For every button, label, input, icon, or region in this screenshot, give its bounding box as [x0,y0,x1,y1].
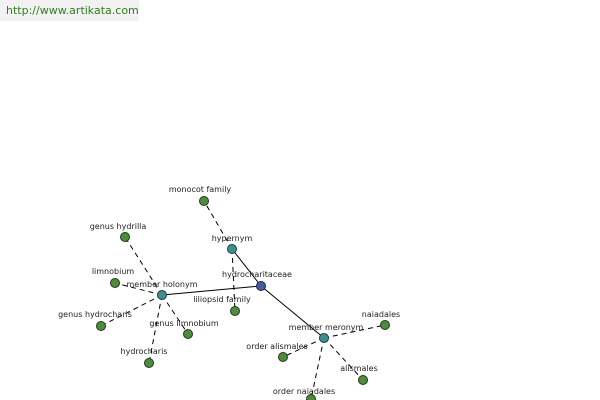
node-dot-naiadales[interactable] [380,320,390,330]
node-label-member-meronym: member meronym [289,323,364,332]
node-hydrocharis[interactable]: hydrocharis [121,347,168,368]
edge-member-meronym-to-order-alismales [282,337,325,358]
node-label-naiadales: naiadales [362,310,400,319]
node-member-holonym[interactable]: member holonym [126,280,198,300]
node-hydrocharitaceae[interactable]: hydrocharitaceae [222,270,292,291]
node-genus-hydrilla[interactable]: genus hydrilla [90,222,147,242]
url-bar: http://www.artikata.com [0,0,139,21]
site-url-link[interactable]: http://www.artikata.com [6,4,139,17]
node-dot-order-naiadales[interactable] [306,394,316,400]
node-label-liliopsid-family: liliopsid family [193,295,251,304]
node-label-member-holonym: member holonym [126,280,197,289]
edge-hypernym-to-monocot-family [203,200,233,250]
node-dot-hypernym[interactable] [227,244,237,254]
node-dot-limnobium[interactable] [110,278,120,288]
node-label-genus-limnobium: genus limnobium [149,319,218,328]
node-order-naiadales[interactable]: order naiadales [273,387,335,400]
node-dot-hydrocharitaceae[interactable] [256,281,266,291]
edge-member-meronym-to-order-naiadales [310,337,325,400]
edge-hydrocharitaceae-to-member-meronym [260,285,325,339]
node-member-meronym[interactable]: member meronym [289,323,364,343]
node-label-hydrocharis: hydrocharis [121,347,168,356]
node-alismales[interactable]: alismales [340,364,378,385]
node-dot-hydrocharis[interactable] [144,358,154,368]
edge-member-holonym-to-hydrocharis [148,294,163,364]
node-label-genus-hydrilla: genus hydrilla [90,222,147,231]
node-label-alismales: alismales [340,364,378,373]
node-monocot-family[interactable]: monocot family [169,185,232,206]
node-order-alismales[interactable]: order alismales [246,342,308,362]
graph-nodes: hydrocharitaceae hypernym member holonym me… [58,185,400,400]
node-liliopsid-family[interactable]: liliopsid family [193,295,251,316]
node-dot-liliopsid-family[interactable] [230,306,240,316]
node-dot-monocot-family[interactable] [199,196,209,206]
node-hypernym[interactable]: hypernym [212,234,253,254]
node-label-order-alismales: order alismales [246,342,307,351]
node-label-monocot-family: monocot family [169,185,232,194]
node-dot-genus-limnobium[interactable] [183,329,193,339]
node-dot-alismales[interactable] [358,375,368,385]
node-label-limnobium: limnobium [92,267,135,276]
node-genus-hydrocharis[interactable]: genus hydrocharis [58,310,132,331]
node-dot-member-meronym[interactable] [319,333,329,343]
node-genus-limnobium[interactable]: genus limnobium [149,319,219,339]
edge-hypernym-to-liliopsid-family [231,248,236,312]
edge-member-holonym-to-genus-limnobium [161,294,189,335]
node-label-genus-hydrocharis: genus hydrocharis [58,310,132,319]
graph-edges [100,200,386,400]
edge-hydrocharitaceae-to-member-holonym [161,285,262,296]
node-dot-genus-hydrocharis[interactable] [96,321,106,331]
node-dot-order-alismales[interactable] [278,352,288,362]
edge-member-holonym-to-limnobium [114,282,163,296]
node-limnobium[interactable]: limnobium [92,267,135,288]
edge-member-meronym-to-naiadales [323,324,386,339]
node-dot-member-holonym[interactable] [157,290,167,300]
edge-member-holonym-to-genus-hydrilla [124,236,163,296]
edge-member-holonym-to-genus-hydrocharis [100,294,163,327]
node-naiadales[interactable]: naiadales [362,310,400,330]
edge-hydrocharitaceae-to-hypernym [231,248,262,287]
node-dot-genus-hydrilla[interactable] [120,232,130,242]
edge-member-meronym-to-alismales [323,337,364,381]
node-label-hydrocharitaceae: hydrocharitaceae [222,270,292,279]
node-label-hypernym: hypernym [212,234,253,243]
node-label-order-naiadales: order naiadales [273,387,335,396]
